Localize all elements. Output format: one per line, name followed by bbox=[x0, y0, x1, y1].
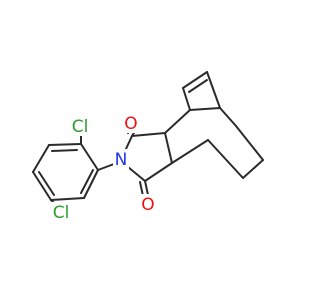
bond bbox=[80, 169, 94, 194]
bond bbox=[164, 109, 191, 134]
bond bbox=[207, 139, 244, 179]
atom-n: N bbox=[113, 149, 129, 170]
aryl-ring bbox=[32, 143, 99, 201]
bond bbox=[171, 139, 209, 164]
bond bbox=[164, 132, 173, 164]
molecule-structure: Cl Cl N O O bbox=[32, 71, 264, 223]
bond bbox=[38, 171, 55, 196]
bond bbox=[32, 144, 50, 173]
bond bbox=[83, 169, 99, 199]
atom-label-o1: O bbox=[124, 114, 137, 134]
atom-cl1: Cl bbox=[69, 116, 91, 137]
bond bbox=[182, 87, 191, 111]
atom-label-o2: O bbox=[141, 195, 154, 215]
atom-o1: O bbox=[123, 113, 139, 134]
atom-o2: O bbox=[140, 194, 156, 215]
bond bbox=[235, 125, 264, 161]
bond bbox=[97, 163, 115, 171]
atom-label-cl1: Cl bbox=[72, 117, 89, 137]
bond bbox=[51, 149, 78, 152]
bond bbox=[139, 181, 144, 197]
bond bbox=[219, 107, 237, 127]
bond bbox=[131, 132, 166, 137]
bond bbox=[189, 107, 221, 111]
bond bbox=[50, 197, 85, 201]
bond bbox=[32, 171, 52, 201]
atom-label-cl2: Cl bbox=[53, 203, 70, 223]
atom-label-n: N bbox=[115, 150, 128, 170]
bicyclic-ring bbox=[164, 71, 264, 179]
bond bbox=[188, 79, 208, 93]
bond bbox=[48, 143, 82, 146]
bond bbox=[242, 159, 264, 179]
bond bbox=[127, 166, 146, 182]
bond bbox=[124, 135, 133, 152]
bond bbox=[144, 162, 173, 182]
bond bbox=[206, 71, 221, 109]
imide-ring bbox=[124, 124, 173, 197]
bond bbox=[144, 180, 149, 196]
atom-cl2: Cl bbox=[50, 202, 72, 223]
bond bbox=[80, 143, 99, 171]
bond bbox=[182, 71, 208, 89]
